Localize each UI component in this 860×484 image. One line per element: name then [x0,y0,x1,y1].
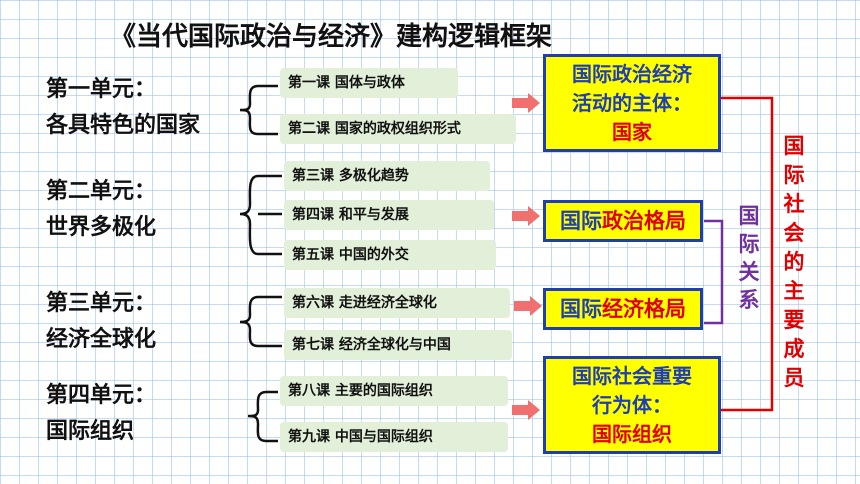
members-label-char: 员 [783,366,805,390]
members-label-char: 主 [783,279,805,303]
subject-box-line2: 活动的主体： [572,91,692,115]
members-label-char: 会 [783,221,805,245]
actor-box-line3: 国际组织 [592,422,672,446]
unit-4: 第四单元： 国际组织 [46,378,156,450]
members-label-char: 际 [783,163,805,187]
lesson-7: 第七课 经济全球化与中国 [284,330,512,360]
economic-pattern-box: 国际经济格局 [543,288,703,330]
unit-4-name: 国际组织 [46,419,135,444]
relations-label-char: 关 [738,260,760,284]
lesson-6: 第六课 走进经济全球化 [284,288,510,318]
subject-box-line1: 国际政治经济 [572,62,692,86]
relations-label-char: 际 [738,232,760,256]
arrow-right-icon [514,296,542,316]
brace-unit-2 [239,174,259,256]
lesson-2: 第二课 国家的政权组织形式 [280,114,516,144]
unit-3-number: 第三单元： [46,291,157,316]
subject-box-line3: 国家 [612,120,652,144]
arrow-right-icon [512,400,540,420]
political-pattern-highlight: 政治格局 [602,209,686,233]
unit-2-number: 第二单元： [46,179,157,204]
arrow-right-icon [512,93,540,113]
brace-unit-4 [247,390,267,443]
unit-1-number: 第一单元： [46,77,157,102]
subject-box: 国际政治经济 活动的主体： 国家 [543,54,721,152]
members-label-char: 的 [783,250,805,274]
members-label-char: 国 [783,134,805,158]
lesson-8: 第八课 主要的国际组织 [280,376,508,406]
lesson-5: 第五课 中国的外交 [284,240,496,270]
unit-4-number: 第四单元： [46,383,157,408]
relations-label: 国际关系 [735,202,763,314]
economic-pattern-prefix: 国际 [560,297,602,321]
relations-label-char: 国 [738,204,760,228]
relations-label-char: 系 [738,288,760,312]
actor-box-line1: 国际社会重要 [572,364,692,388]
unit-3-name: 经济全球化 [46,327,157,352]
unit-2-name: 世界多极化 [46,215,157,240]
lesson-3: 第三课 多极化趋势 [284,161,490,191]
members-label-char: 要 [783,308,805,332]
lesson-1: 第一课 国体与政体 [280,68,458,98]
unit-3: 第三单元： 经济全球化 [46,286,156,358]
brace-unit-3 [239,295,259,348]
members-label-char: 社 [783,192,805,216]
unit-2: 第二单元： 世界多极化 [46,174,156,246]
economic-pattern-highlight: 经济格局 [602,297,686,321]
unit-1: 第一单元： 各具特色的国家 [46,72,200,144]
members-label: 国际社会的主要成员 [780,132,808,393]
members-label-char: 成 [783,337,805,361]
actor-box: 国际社会重要 行为体： 国际组织 [543,356,721,454]
lesson-9: 第九课 中国与国际组织 [280,422,508,452]
page-title: 《当代国际政治与经济》建构逻辑框架 [110,22,553,52]
brace-unit-1 [239,84,259,136]
lesson-4: 第四课 和平与发展 [284,200,494,230]
actor-box-line2: 行为体： [592,393,672,417]
arrow-right-icon [512,206,540,226]
political-pattern-prefix: 国际 [560,209,602,233]
unit-1-name: 各具特色的国家 [46,113,201,138]
relations-bracket [704,219,724,325]
political-pattern-box: 国际政治格局 [543,200,703,242]
